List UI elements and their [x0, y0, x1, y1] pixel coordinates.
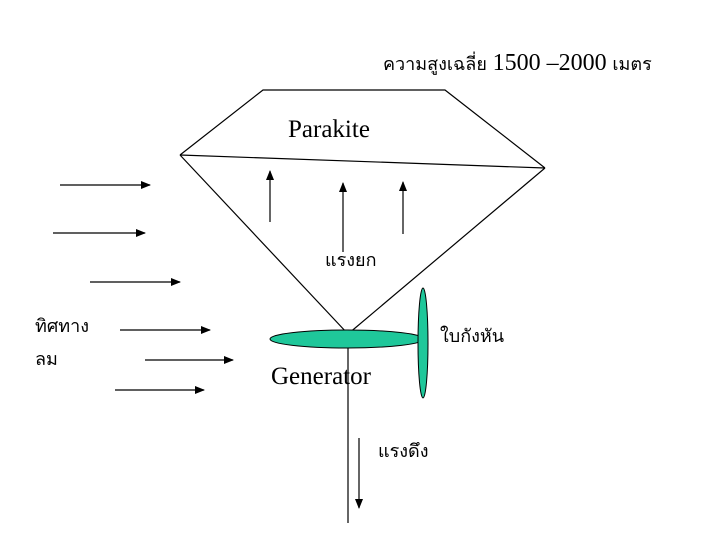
altitude-thai-label: ความสูงเฉลี่ย	[383, 54, 487, 75]
wind-label-line1: ทิศทาง	[35, 316, 90, 337]
altitude-unit: เมตร	[612, 54, 652, 75]
kite-outline	[179, 89, 546, 169]
lift-label: แรงยก	[325, 250, 377, 271]
kite-crossbar	[179, 154, 546, 169]
wind-label-line2: ลม	[35, 349, 58, 370]
altitude-label: ความสูงเฉลี่ย 1500 –2000 เมตร	[383, 51, 652, 75]
generator-label: Generator	[271, 363, 371, 390]
blade-label: ใบกังหัน	[440, 326, 505, 347]
kite-right-tether	[347, 167, 546, 335]
kite-label: Parakite	[288, 116, 370, 143]
tension-label: แรงดึง	[378, 441, 429, 462]
generator-body	[269, 329, 425, 349]
kite-left-tether	[179, 154, 349, 335]
altitude-range: 1500 –2000	[492, 50, 607, 76]
turbine-blade	[417, 287, 429, 399]
